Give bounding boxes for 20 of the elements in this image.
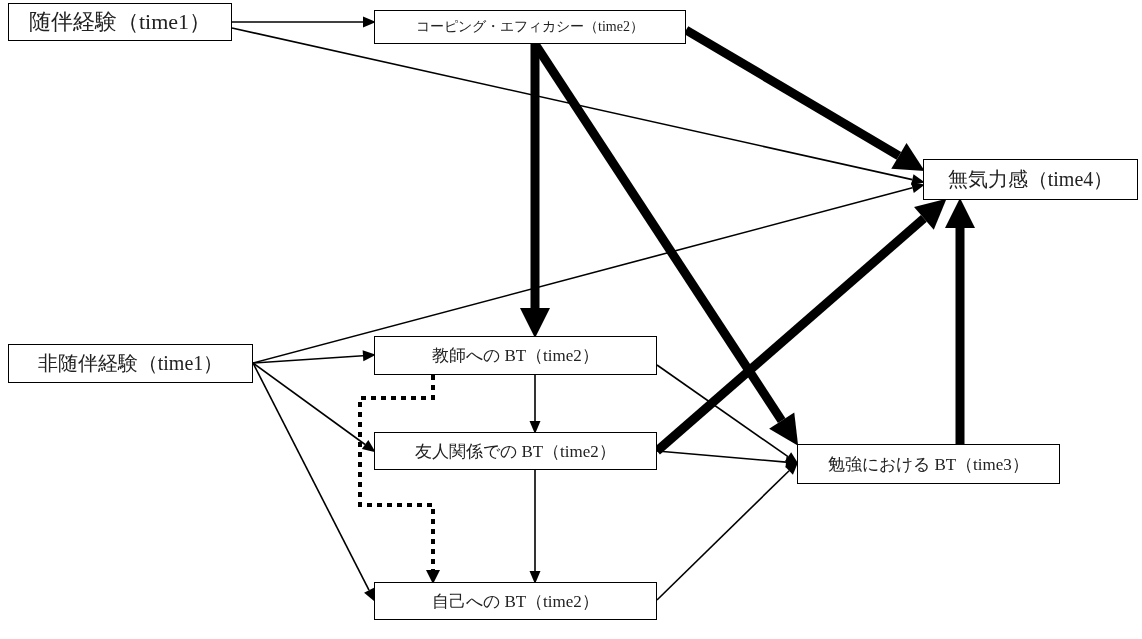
arrow (231, 27, 925, 185)
arrow (656, 461, 799, 601)
arrow (656, 364, 799, 465)
arrow (252, 362, 375, 602)
arrow (358, 375, 440, 584)
arrow (231, 16, 376, 28)
arrow (945, 198, 975, 444)
arrow (529, 374, 541, 434)
process-box: 自己への BT（time2） (374, 582, 657, 620)
process-box: 非随伴経験（time1） (8, 344, 253, 383)
process-box: 教師への BT（time2） (374, 336, 657, 375)
arrow (529, 469, 541, 584)
arrow (252, 350, 376, 364)
process-box: 随伴経験（time1） (8, 3, 232, 41)
process-box: コーピング・エフィカシー（time2） (374, 10, 686, 44)
arrow (520, 44, 550, 338)
process-box: 無気力感（time4） (923, 159, 1138, 200)
arrow (252, 362, 376, 453)
process-box: 勉強における BT（time3） (797, 444, 1060, 484)
process-box: 友人関係での BT（time2） (374, 432, 657, 470)
